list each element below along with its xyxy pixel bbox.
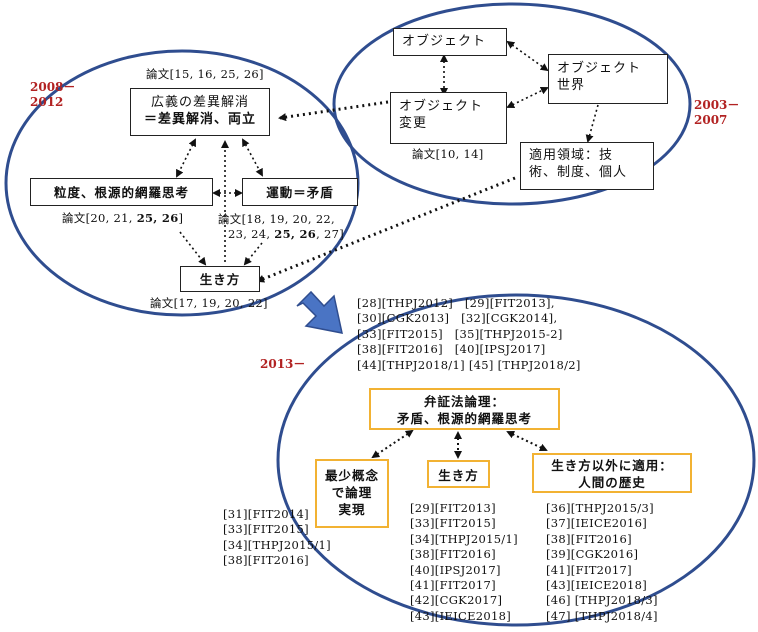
life-ref: [29][FIT2013]	[410, 501, 496, 515]
life-ref: [38][FIT2016]	[410, 547, 496, 562]
dialectic-logic-box: 弁証法論理： 矛盾、根源的網羅思考	[369, 388, 560, 430]
year-from-2008: 2008－	[30, 80, 76, 94]
object-change-line2: 変更	[399, 116, 428, 131]
central-concept-line2: ＝差異解消、両立	[143, 112, 256, 127]
object-world-box: オブジェクト 世界	[548, 54, 668, 104]
apply-ref: [43][IEICE2018]	[546, 578, 648, 593]
connector-central-granularity	[176, 138, 196, 178]
life-ref: [34][THPJ2015/1]	[410, 531, 518, 546]
year-from-2013: 2013－	[260, 357, 306, 371]
connector-objchange-objworld	[506, 87, 549, 108]
connector-movement-life	[243, 242, 263, 266]
minimal-line3: 実現	[338, 502, 366, 517]
object-cite: 論文[10, 14]	[412, 147, 484, 161]
connector-objworld-application	[585, 104, 599, 143]
apply-history-box: 生き方以外に適用： 人間の歴史	[532, 453, 692, 493]
connector-objchange-central	[278, 100, 389, 122]
movement-cite: 論文[18, 19, 20, 22, 23, 24, 25, 26, 27]	[218, 212, 344, 242]
minimal-references: [31][FIT2014] [33][FIT2015] [34][THPJ201…	[223, 507, 331, 569]
granularity-box: 粒度、根源的網羅思考	[30, 178, 213, 206]
top-ref-line: [38][FIT2016] [40][IPSJ2017]	[357, 342, 546, 357]
apply-ref: [37][IEICE2016]	[546, 516, 648, 531]
year-to-2007: 2007	[694, 113, 728, 127]
minimal-ref: [33][FIT2015]	[223, 522, 309, 537]
object-change-box: オブジェクト 変更	[390, 92, 507, 144]
object-world-line2: 世界	[557, 78, 586, 93]
apply-references: [36][THPJ2015/3] [37][IEICE2016] [38][FI…	[546, 501, 658, 624]
life-ref: [41][FIT2017]	[410, 578, 496, 593]
connector-granularity-life	[179, 231, 207, 266]
apply-ref: [41][FIT2017]	[546, 562, 632, 577]
top-ref-line: [30][CGK2013] [32][CGK2014],	[357, 311, 558, 326]
transition-arrow	[296, 290, 343, 334]
year-label-2013: 2013－	[260, 355, 305, 372]
object-world-line1: オブジェクト	[557, 61, 642, 76]
ellipse-2013	[276, 293, 756, 627]
minimal-ref: [38][FIT2016]	[223, 553, 309, 568]
apply-line1: 生き方以外に適用：	[551, 458, 673, 473]
movement-cite-line2: 23, 24, 25, 26, 27]	[218, 227, 344, 242]
ellipse-2003-2007	[332, 2, 692, 206]
top-ref-line: [44][THPJ2018/1] [45] [THPJ2018/2]	[357, 357, 581, 372]
apply-ref: [39][CGK2016]	[546, 547, 639, 562]
top-ref-line: [33][FIT2015] [35][THPJ2015-2]	[357, 326, 563, 341]
life-references: [29][FIT2013] [33][FIT2015] [34][THPJ201…	[410, 501, 518, 624]
central-cite: 論文[15, 16, 25, 26]	[146, 67, 264, 81]
minimal-line2: で論理	[331, 485, 373, 500]
connector-application-life	[256, 176, 516, 283]
application-domain-line1: 適用領域：技	[529, 148, 614, 163]
object-box: オブジェクト	[393, 28, 507, 56]
apply-ref: [38][FIT2016]	[546, 531, 632, 546]
connector-central-movement	[242, 138, 263, 177]
object-change-line1: オブジェクト	[399, 99, 484, 114]
movement-cite-line1: 論文[18, 19, 20, 22,	[218, 212, 336, 226]
top-references: [28][THPJ2012] [29][FIT2013], [30][CGK20…	[357, 296, 581, 373]
application-domain-box: 適用領域：技 術、制度、個人	[520, 142, 654, 190]
life-ref: [40][IPSJ2017]	[410, 562, 501, 577]
apply-line2: 人間の歴史	[578, 475, 646, 490]
life-ref: [33][FIT2015]	[410, 516, 496, 531]
movement-cite-line2-bold: 25, 26	[274, 227, 317, 241]
life-cite-left: 論文[17, 19, 20, 22]	[150, 296, 268, 310]
life-ref: [42][CGK2017]	[410, 593, 503, 608]
life-box-bottom: 生き方	[427, 460, 490, 488]
minimal-ref: [31][FIT2014]	[223, 507, 309, 521]
connector-dialectic-minimal	[371, 429, 414, 459]
movement-cite-line2-suffix: , 27]	[316, 227, 345, 241]
dialectic-line2: 矛盾、根源的網羅思考	[396, 411, 532, 426]
year-from-2003: 2003－	[694, 98, 740, 112]
year-label-2003: 2003－ 2007	[694, 96, 739, 127]
connector-dialectic-apply	[506, 430, 548, 452]
central-concept-box: 広義の差異解消 ＝差異解消、両立	[130, 88, 270, 136]
minimal-ref: [34][THPJ2015/1]	[223, 537, 331, 552]
year-to-2012: 2012	[30, 95, 64, 109]
granularity-cite-suffix: ]	[178, 211, 184, 225]
year-label-2008: 2008－ 2012	[30, 78, 75, 109]
connector-object-objworld	[506, 40, 549, 72]
central-concept-line1: 広義の差異解消	[150, 95, 249, 110]
dialectic-line1: 弁証法論理：	[423, 394, 505, 409]
granularity-cite-bold: 25, 26	[136, 211, 179, 225]
minimal-concept-box: 最少概念 で論理 実現	[315, 459, 389, 528]
apply-ref: [36][THPJ2015/3]	[546, 501, 654, 515]
movement-cite-line2-prefix: 23, 24,	[228, 227, 275, 241]
life-box-left: 生き方	[180, 266, 260, 292]
apply-ref: [46] [THPJ2018/3]	[546, 593, 658, 608]
movement-box: 運動＝矛盾	[242, 178, 358, 206]
apply-ref: [47] [THPJ2018/4]	[546, 608, 658, 623]
life-ref: [43][IEICE2018]	[410, 608, 512, 623]
granularity-cite: 論文[20, 21, 25, 26]	[62, 212, 183, 225]
top-ref-line: [28][THPJ2012] [29][FIT2013],	[357, 296, 555, 310]
application-domain-line2: 術、制度、個人	[529, 165, 628, 180]
minimal-line1: 最少概念	[324, 468, 379, 483]
granularity-cite-prefix: 論文[20, 21,	[62, 211, 137, 225]
ellipse-2008-2012	[4, 49, 360, 317]
